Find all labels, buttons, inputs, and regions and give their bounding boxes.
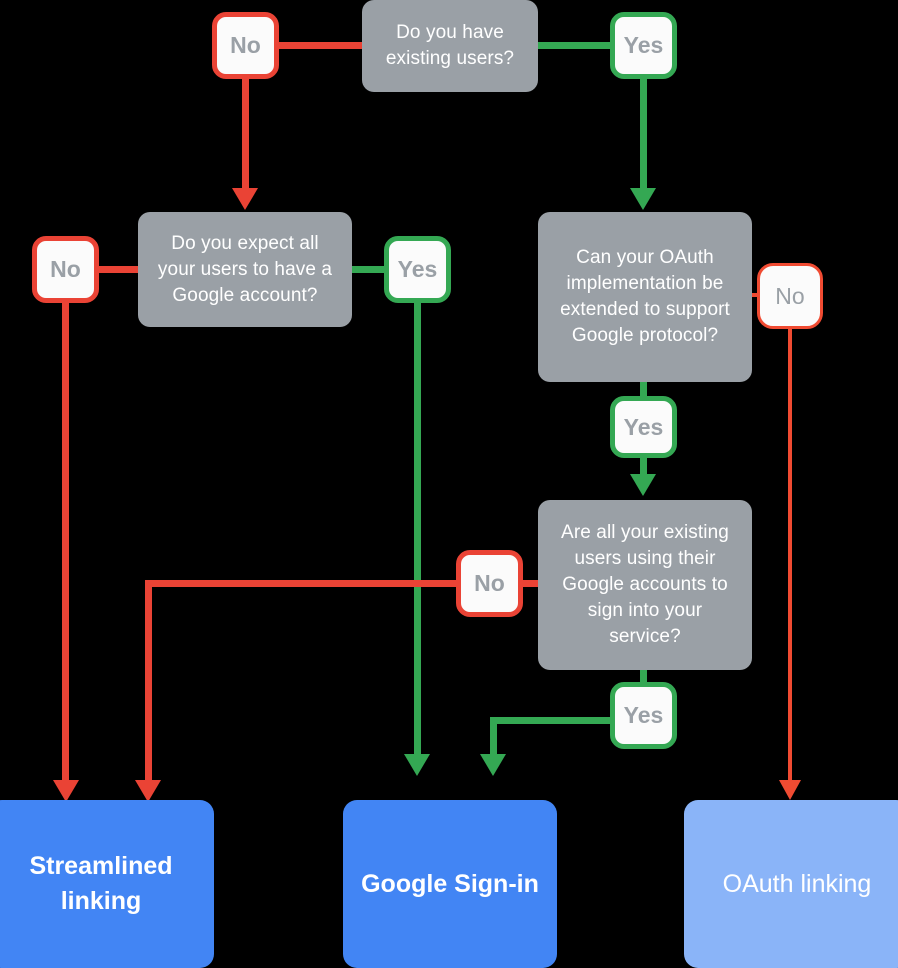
- arrow-q4-no-to-streamlined: [135, 780, 161, 802]
- edge-q4-no-vertical: [145, 580, 152, 788]
- question-text: Do you have existing users?: [385, 22, 515, 69]
- result-node-oauth-linking[interactable]: OAuth linking: [684, 800, 898, 968]
- arrow-q1-no-to-q2: [232, 188, 258, 210]
- question-node-oauth-extendable[interactable]: Can your OAuth implementation be extende…: [538, 212, 752, 382]
- badge-label: No: [230, 32, 261, 58]
- edge-q4-no-horizontal-stub: [522, 580, 542, 587]
- badge-label: Yes: [623, 702, 664, 728]
- question-node-existing-users[interactable]: Do you have existing users?: [362, 0, 538, 92]
- badge-q4-yes[interactable]: Yes: [610, 682, 677, 749]
- edge-q2-yes-vertical: [414, 300, 421, 758]
- edge-q1-no-vertical: [242, 72, 249, 192]
- result-label: Streamlined linking: [29, 852, 173, 915]
- result-node-google-signin[interactable]: Google Sign-in: [343, 800, 557, 968]
- edge-q4-yes-vertical-stub: [640, 664, 647, 686]
- result-label: Google Sign-in: [361, 869, 539, 898]
- edge-q3-yes-vertical-bottom: [640, 452, 647, 480]
- edge-q2-yes-horizontal: [350, 266, 392, 273]
- edge-q4-yes-horizontal: [490, 717, 612, 724]
- badge-label: No: [474, 570, 505, 596]
- arrow-q3-yes-to-q4: [630, 474, 656, 496]
- badge-q2-yes[interactable]: Yes: [384, 236, 451, 303]
- badge-q3-no[interactable]: No: [757, 263, 823, 329]
- badge-q2-no[interactable]: No: [32, 236, 99, 303]
- edge-q3-no-horizontal: [748, 293, 762, 297]
- arrow-q3-no-to-oauth: [779, 780, 801, 800]
- arrow-q1-yes-to-q3: [630, 188, 656, 210]
- badge-q3-yes[interactable]: Yes: [610, 396, 677, 458]
- edge-q1-yes-horizontal: [532, 42, 612, 49]
- edge-q3-yes-vertical-top: [640, 380, 647, 404]
- badge-label: Yes: [623, 413, 664, 440]
- edge-q1-yes-vertical: [640, 72, 647, 192]
- edge-q4-yes-vertical: [490, 717, 497, 758]
- badge-label: No: [50, 256, 81, 282]
- arrow-q2-yes-to-signin: [404, 754, 430, 776]
- badge-q1-no[interactable]: No: [212, 12, 279, 79]
- edge-q1-no-horizontal: [272, 42, 367, 49]
- badge-label: Yes: [397, 256, 438, 282]
- arrow-q2-no-to-streamlined: [53, 780, 79, 802]
- badge-label: Yes: [623, 32, 664, 58]
- edge-q2-no-vertical: [62, 298, 69, 788]
- edge-q2-no-horizontal: [95, 266, 145, 273]
- edge-q4-no-horizontal-run: [145, 580, 460, 587]
- question-node-google-account[interactable]: Do you expect all your users to have a G…: [138, 212, 352, 327]
- result-label: OAuth linking: [722, 869, 872, 898]
- edge-q3-no-vertical: [788, 326, 792, 786]
- question-text: Are all your existing users using their …: [561, 522, 729, 647]
- badge-q1-yes[interactable]: Yes: [610, 12, 677, 79]
- question-text: Can your OAuth implementation be extende…: [560, 247, 730, 346]
- badge-q4-no[interactable]: No: [456, 550, 523, 617]
- result-node-streamlined-linking[interactable]: Streamlined linking: [0, 800, 214, 968]
- badge-label: No: [775, 282, 805, 309]
- arrow-q4-yes-to-signin: [480, 754, 506, 776]
- question-text: Do you expect all your users to have a G…: [157, 232, 333, 306]
- question-node-google-accounts-signin[interactable]: Are all your existing users using their …: [538, 500, 752, 670]
